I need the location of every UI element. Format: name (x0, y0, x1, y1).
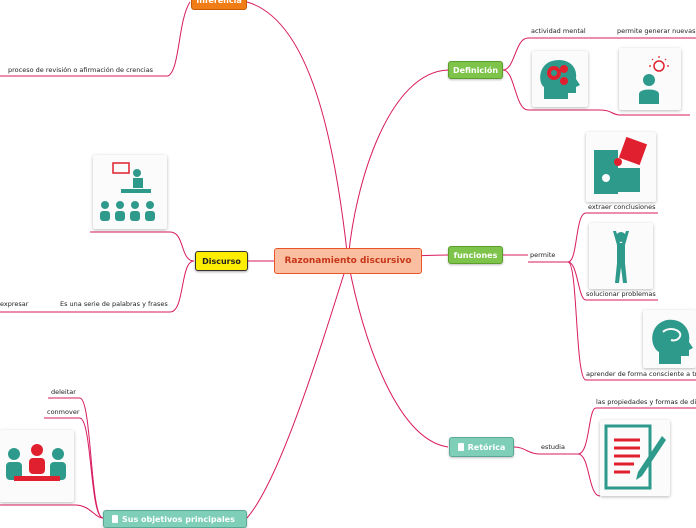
puzzle-icon (586, 132, 656, 202)
label-solucionar[interactable]: solucionar problemas (586, 290, 656, 298)
branch-discurso[interactable]: Discurso (195, 251, 248, 271)
central-node[interactable]: Razonamiento discursivo (274, 248, 422, 274)
branch-definicion[interactable]: Definición (448, 61, 503, 79)
label-aprender[interactable]: aprender de forma consciente a tr (586, 370, 696, 378)
label-permite-generar[interactable]: permite generar nuevas (617, 27, 696, 35)
label-permite[interactable]: permite (530, 251, 556, 259)
head-gears-icon (532, 51, 588, 107)
label-propiedades[interactable]: las propiedades y formas de di (596, 398, 696, 406)
notebook-icon (112, 515, 118, 523)
branch-retorica-label: Retórica (467, 442, 506, 452)
document-pen-icon (600, 420, 670, 496)
raised-arms-icon (589, 223, 653, 289)
label-conmover[interactable]: conmover (47, 408, 80, 416)
thinking-head-icon (643, 310, 696, 368)
idea-person-icon (619, 48, 681, 110)
label-estudia[interactable]: estudia (541, 443, 565, 451)
branch-inferencia[interactable]: Inferencia (191, 0, 247, 10)
branch-objetivos[interactable]: Sus objetivos principales (103, 510, 247, 528)
label-expresar[interactable]: expresar (0, 300, 29, 308)
branch-retorica[interactable]: Retórica (449, 437, 514, 457)
teacher-class-icon (93, 155, 167, 229)
notebook-icon (457, 443, 464, 451)
label-actividad-mental[interactable]: actividad mental (531, 27, 586, 35)
label-deleitar[interactable]: deleitar (51, 388, 76, 396)
label-extraer[interactable]: extraer conclusiones (588, 203, 656, 211)
branch-funciones[interactable]: funciones (448, 246, 503, 264)
branch-objetivos-label: Sus objetivos principales (122, 514, 235, 524)
label-proceso[interactable]: proceso de revisión o afirmación de cren… (8, 66, 154, 74)
meeting-icon (0, 430, 74, 502)
label-serie[interactable]: Es una serie de palabras y frases (60, 300, 168, 308)
